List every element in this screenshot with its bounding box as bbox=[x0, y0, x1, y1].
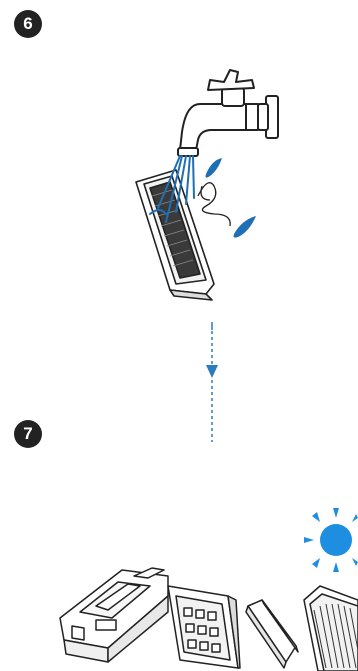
hepa-filter-icon bbox=[304, 586, 358, 671]
dustbin-icon bbox=[60, 568, 240, 668]
down-arrow-icon bbox=[206, 325, 218, 442]
sponge-filter-icon bbox=[246, 600, 298, 668]
step-7-badge: 7 bbox=[14, 420, 42, 448]
sun-icon bbox=[304, 508, 358, 572]
